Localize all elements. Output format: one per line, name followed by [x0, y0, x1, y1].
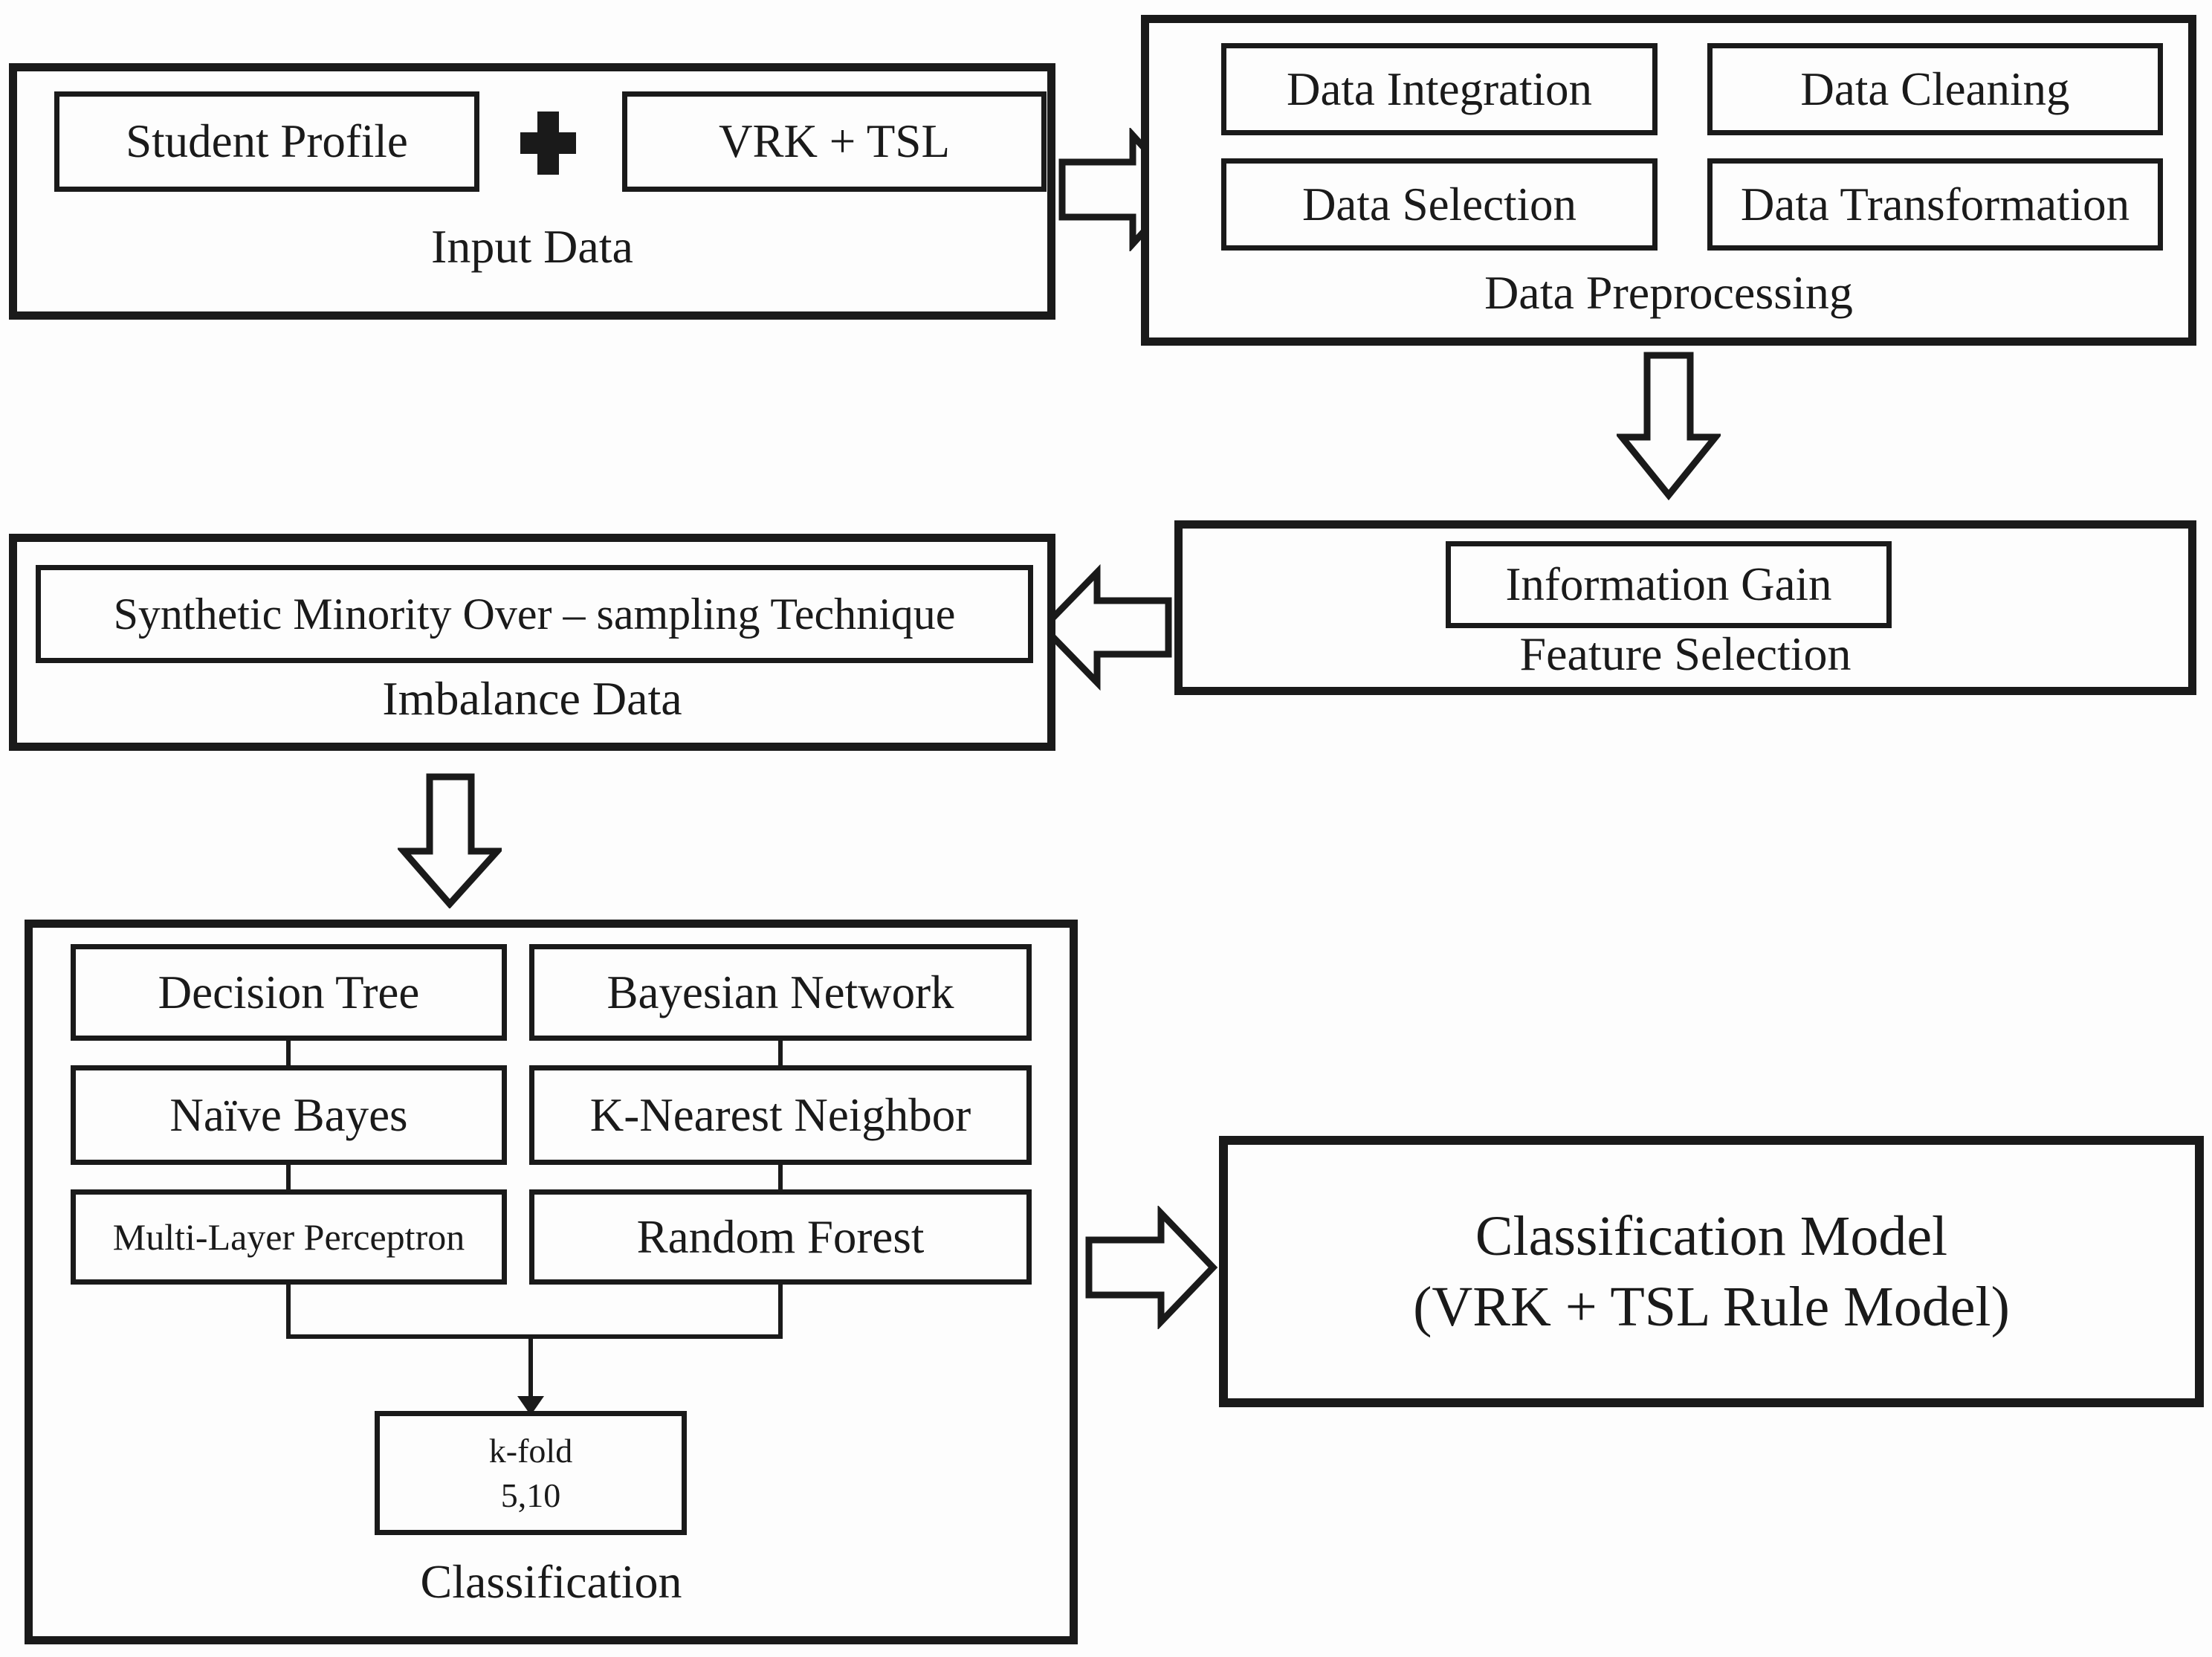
classification-model-title: Classification Model [1475, 1204, 1948, 1267]
imbalance-data-label: Imbalance Data [382, 672, 682, 725]
k-fold-values: 5,10 [500, 1476, 561, 1514]
bayesian-network-box: Bayesian Network [529, 944, 1032, 1041]
plus-icon [520, 112, 576, 175]
data-cleaning-label: Data Cleaning [1800, 62, 2070, 115]
smote-label: Synthetic Minority Over – sampling Techn… [113, 589, 956, 639]
arrow-down-icon [398, 773, 502, 908]
student-profile-label: Student Profile [126, 115, 408, 168]
naive-bayes-label: Naïve Bayes [169, 1088, 408, 1141]
classifier-connector-lines [286, 1041, 783, 1415]
k-nearest-neighbor-box: K-Nearest Neighbor [529, 1065, 1032, 1165]
smote-box: Synthetic Minority Over – sampling Techn… [36, 565, 1033, 663]
classification-label: Classification [420, 1555, 682, 1608]
data-integration-box: Data Integration [1221, 43, 1658, 135]
arrow-right-icon [1085, 1206, 1218, 1329]
arrow-down-icon [1617, 352, 1721, 500]
feature-selection-label: Feature Selection [1519, 627, 1852, 680]
decision-tree-label: Decision Tree [158, 966, 420, 1018]
data-integration-label: Data Integration [1286, 62, 1593, 115]
vrk-tsl-box: VRK + TSL [622, 91, 1047, 192]
student-profile-box: Student Profile [54, 91, 479, 192]
k-fold-box: k-fold 5,10 [375, 1411, 687, 1535]
classification-model-box: Classification Model (VRK + TSL Rule Mod… [1219, 1136, 2204, 1407]
random-forest-label: Random Forest [636, 1210, 925, 1263]
classification-model-subtitle: (VRK + TSL Rule Model) [1413, 1275, 2010, 1338]
bayesian-network-label: Bayesian Network [607, 966, 954, 1018]
data-cleaning-box: Data Cleaning [1707, 43, 2163, 135]
information-gain-label: Information Gain [1505, 558, 1832, 611]
decision-tree-box: Decision Tree [71, 944, 507, 1041]
data-selection-box: Data Selection [1221, 158, 1658, 251]
vrk-tsl-label: VRK + TSL [719, 115, 950, 168]
multi-layer-perceptron-box: Multi-Layer Perceptron [71, 1189, 507, 1285]
data-preprocessing-label: Data Preprocessing [1484, 266, 1853, 319]
information-gain-box: Information Gain [1446, 541, 1892, 628]
data-transformation-box: Data Transformation [1707, 158, 2163, 251]
data-transformation-label: Data Transformation [1740, 178, 2130, 230]
data-selection-label: Data Selection [1301, 178, 1577, 230]
arrow-left-icon [1039, 563, 1172, 691]
naive-bayes-box: Naïve Bayes [71, 1065, 507, 1165]
k-fold-label: k-fold [488, 1431, 573, 1470]
multi-layer-perceptron-label: Multi-Layer Perceptron [112, 1215, 465, 1258]
small-arrowhead-icon [517, 1396, 544, 1415]
k-nearest-neighbor-label: K-Nearest Neighbor [589, 1088, 971, 1141]
input-data-label: Input Data [431, 220, 633, 273]
random-forest-box: Random Forest [529, 1189, 1032, 1285]
